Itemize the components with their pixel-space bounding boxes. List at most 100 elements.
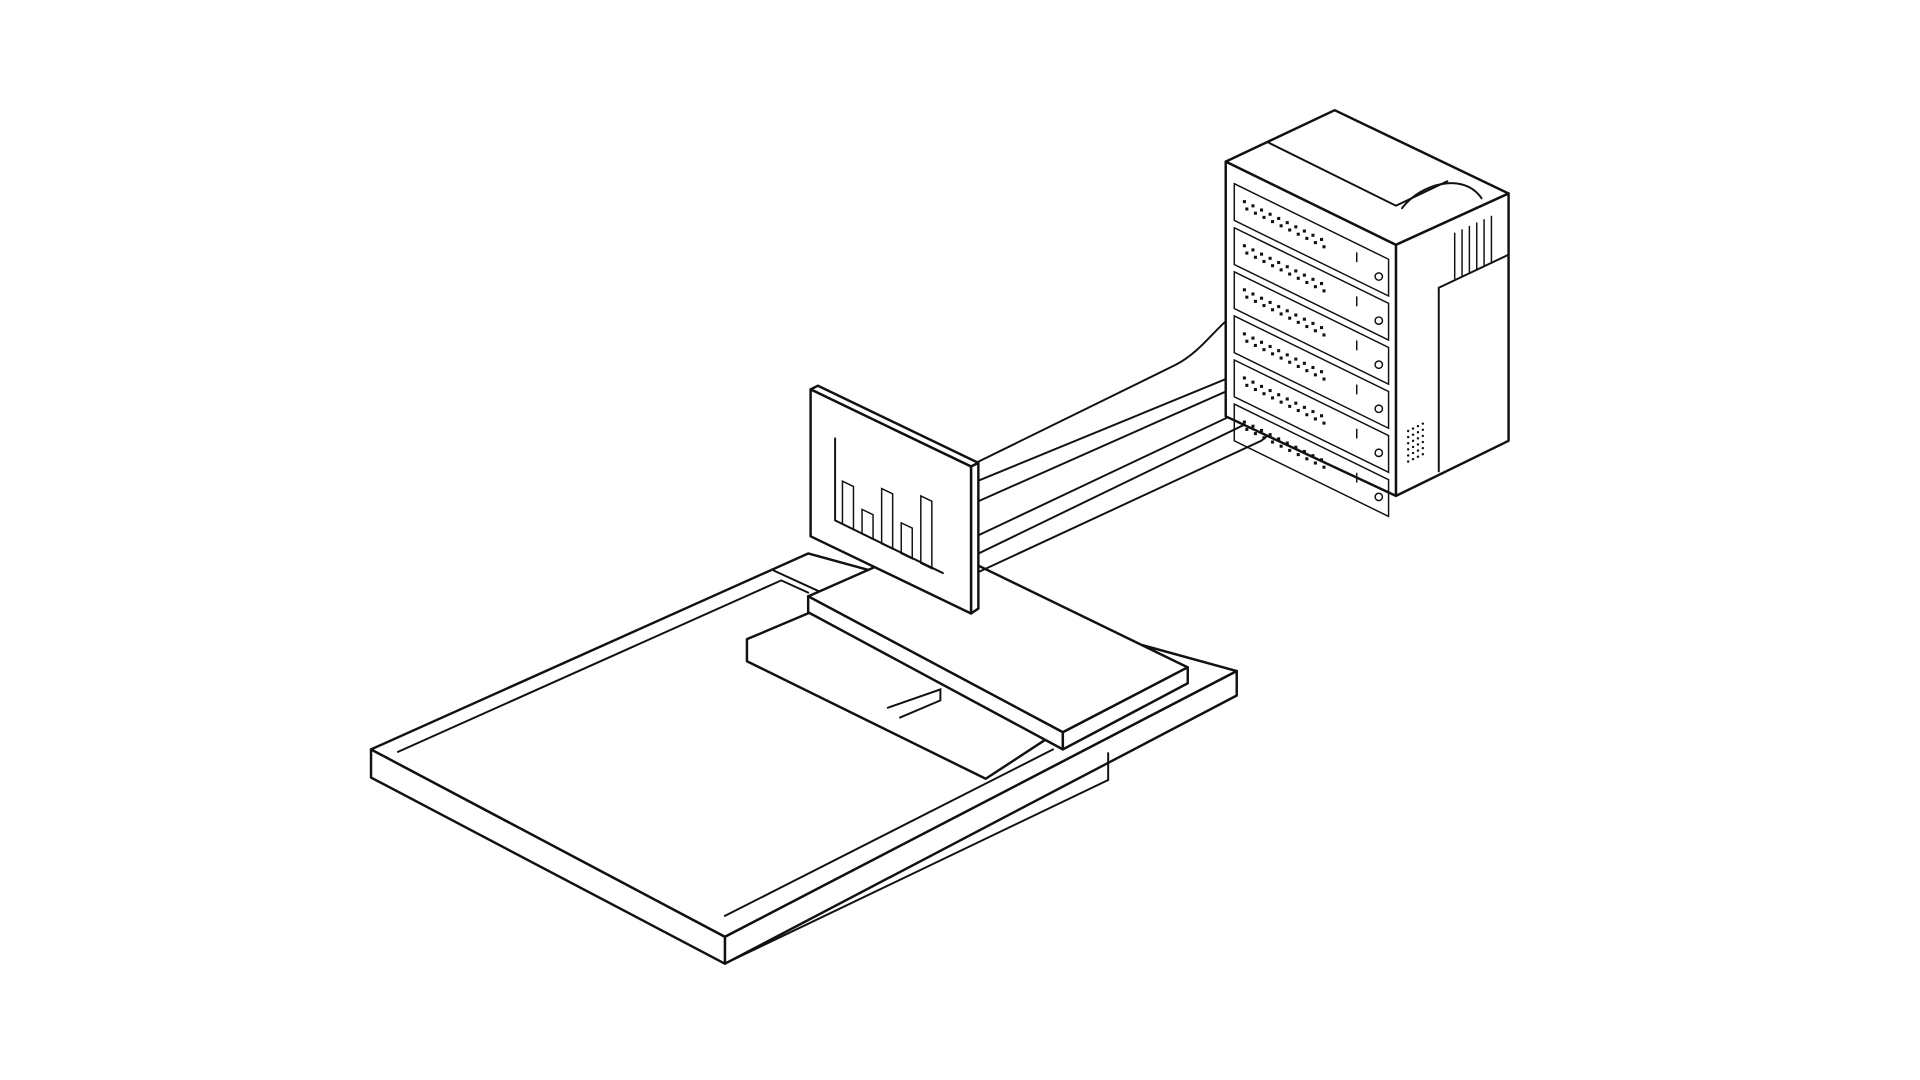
port-icon	[1260, 384, 1264, 388]
port-icon	[1271, 308, 1275, 312]
port-icon	[1285, 397, 1289, 401]
port-icon	[1277, 393, 1281, 397]
port-icon	[1322, 377, 1326, 381]
port-icon	[1268, 389, 1272, 393]
grille-hole	[1416, 443, 1420, 446]
port-icon	[1262, 348, 1266, 352]
port-icon	[1305, 413, 1309, 417]
port-icon	[1253, 255, 1257, 259]
port-icon	[1268, 256, 1272, 260]
chart-bar	[900, 521, 913, 560]
port-icon	[1296, 232, 1300, 236]
port-icon	[1302, 273, 1306, 277]
port-icon	[1268, 300, 1272, 304]
grille-hole	[1411, 439, 1415, 443]
port-icon	[1322, 421, 1326, 425]
led-icon	[1374, 360, 1384, 370]
port-icon	[1288, 228, 1292, 232]
grille-hole	[1416, 437, 1420, 440]
port-icon	[1305, 236, 1309, 240]
port-icon	[1279, 268, 1283, 272]
port-icon	[1260, 428, 1264, 432]
port-icon	[1313, 461, 1317, 465]
port-icon	[1296, 364, 1300, 368]
port-icon	[1245, 427, 1249, 431]
port-icon	[1294, 225, 1298, 229]
keyboard-tray	[745, 541, 1189, 780]
chart-bar	[861, 508, 874, 541]
port-icon	[1277, 437, 1281, 441]
port-icon	[1311, 321, 1315, 325]
port-icon	[1311, 233, 1315, 237]
rack-unit	[1233, 314, 1390, 430]
port-icon	[1271, 396, 1275, 400]
port-icon	[1294, 269, 1298, 273]
port-icon	[1260, 296, 1264, 300]
led-icon	[1374, 448, 1384, 458]
port-icon	[1285, 265, 1289, 269]
port-icon	[1279, 312, 1283, 316]
port-icon	[1279, 400, 1283, 404]
side-vent-icon	[1453, 215, 1493, 280]
port-icon	[1320, 458, 1324, 462]
chart-bar	[920, 494, 933, 570]
port-icon	[1305, 369, 1309, 373]
grille-hole	[1421, 440, 1425, 444]
port-icon	[1260, 340, 1264, 344]
trackpad	[886, 688, 942, 719]
port-icon	[1302, 229, 1306, 233]
port-icon	[1245, 251, 1249, 255]
rack-units	[1233, 182, 1390, 518]
port-icon	[1279, 224, 1283, 228]
port-icon	[1302, 405, 1306, 409]
port-icon	[1320, 414, 1324, 418]
port-icon	[1296, 276, 1300, 280]
port-icon	[1253, 432, 1257, 436]
port-icon	[1285, 309, 1289, 313]
port-icon	[1322, 465, 1326, 469]
port-icon	[1277, 349, 1281, 353]
chart-bar	[880, 487, 894, 551]
port-icon	[1322, 245, 1326, 249]
grille-hole	[1406, 442, 1410, 445]
port-icon	[1302, 317, 1306, 321]
rack-grille-icon	[1406, 422, 1425, 463]
port-icon	[1296, 408, 1300, 413]
port-icon	[1251, 336, 1255, 340]
port-icon	[1313, 285, 1317, 289]
desk-inner-front	[723, 748, 1055, 917]
port-icon	[1253, 299, 1257, 303]
port-icon	[1242, 288, 1246, 292]
port-icon	[1313, 329, 1317, 333]
rack-unit	[1233, 182, 1390, 298]
port-icon	[1251, 380, 1255, 384]
grille-hole	[1406, 429, 1410, 433]
port-icon	[1262, 436, 1266, 440]
grille-hole	[1416, 424, 1420, 428]
port-icon	[1279, 356, 1283, 360]
port-icon	[1271, 352, 1275, 356]
port-icon	[1279, 444, 1283, 448]
grille-hole	[1411, 433, 1415, 436]
port-icon	[1313, 241, 1317, 245]
grille-hole	[1421, 446, 1425, 450]
port-icon	[1311, 410, 1315, 414]
monitor	[809, 384, 980, 615]
port-icon	[1311, 365, 1315, 370]
monitor-base-side	[1061, 666, 1189, 751]
grille-hole	[1411, 457, 1415, 461]
port-icon	[1251, 292, 1255, 296]
led-icon	[1374, 492, 1384, 502]
chart-bar	[841, 480, 855, 531]
cable	[970, 305, 1248, 467]
led-icon	[1374, 316, 1384, 326]
port-icon	[1320, 370, 1324, 374]
port-icon	[1262, 392, 1266, 396]
port-icon	[1245, 383, 1249, 387]
port-icon	[1253, 211, 1257, 215]
port-icon	[1251, 248, 1255, 252]
port-icon	[1262, 215, 1266, 219]
port-icon	[1294, 357, 1298, 361]
grille-hole	[1421, 453, 1425, 456]
port-icon	[1320, 282, 1324, 286]
